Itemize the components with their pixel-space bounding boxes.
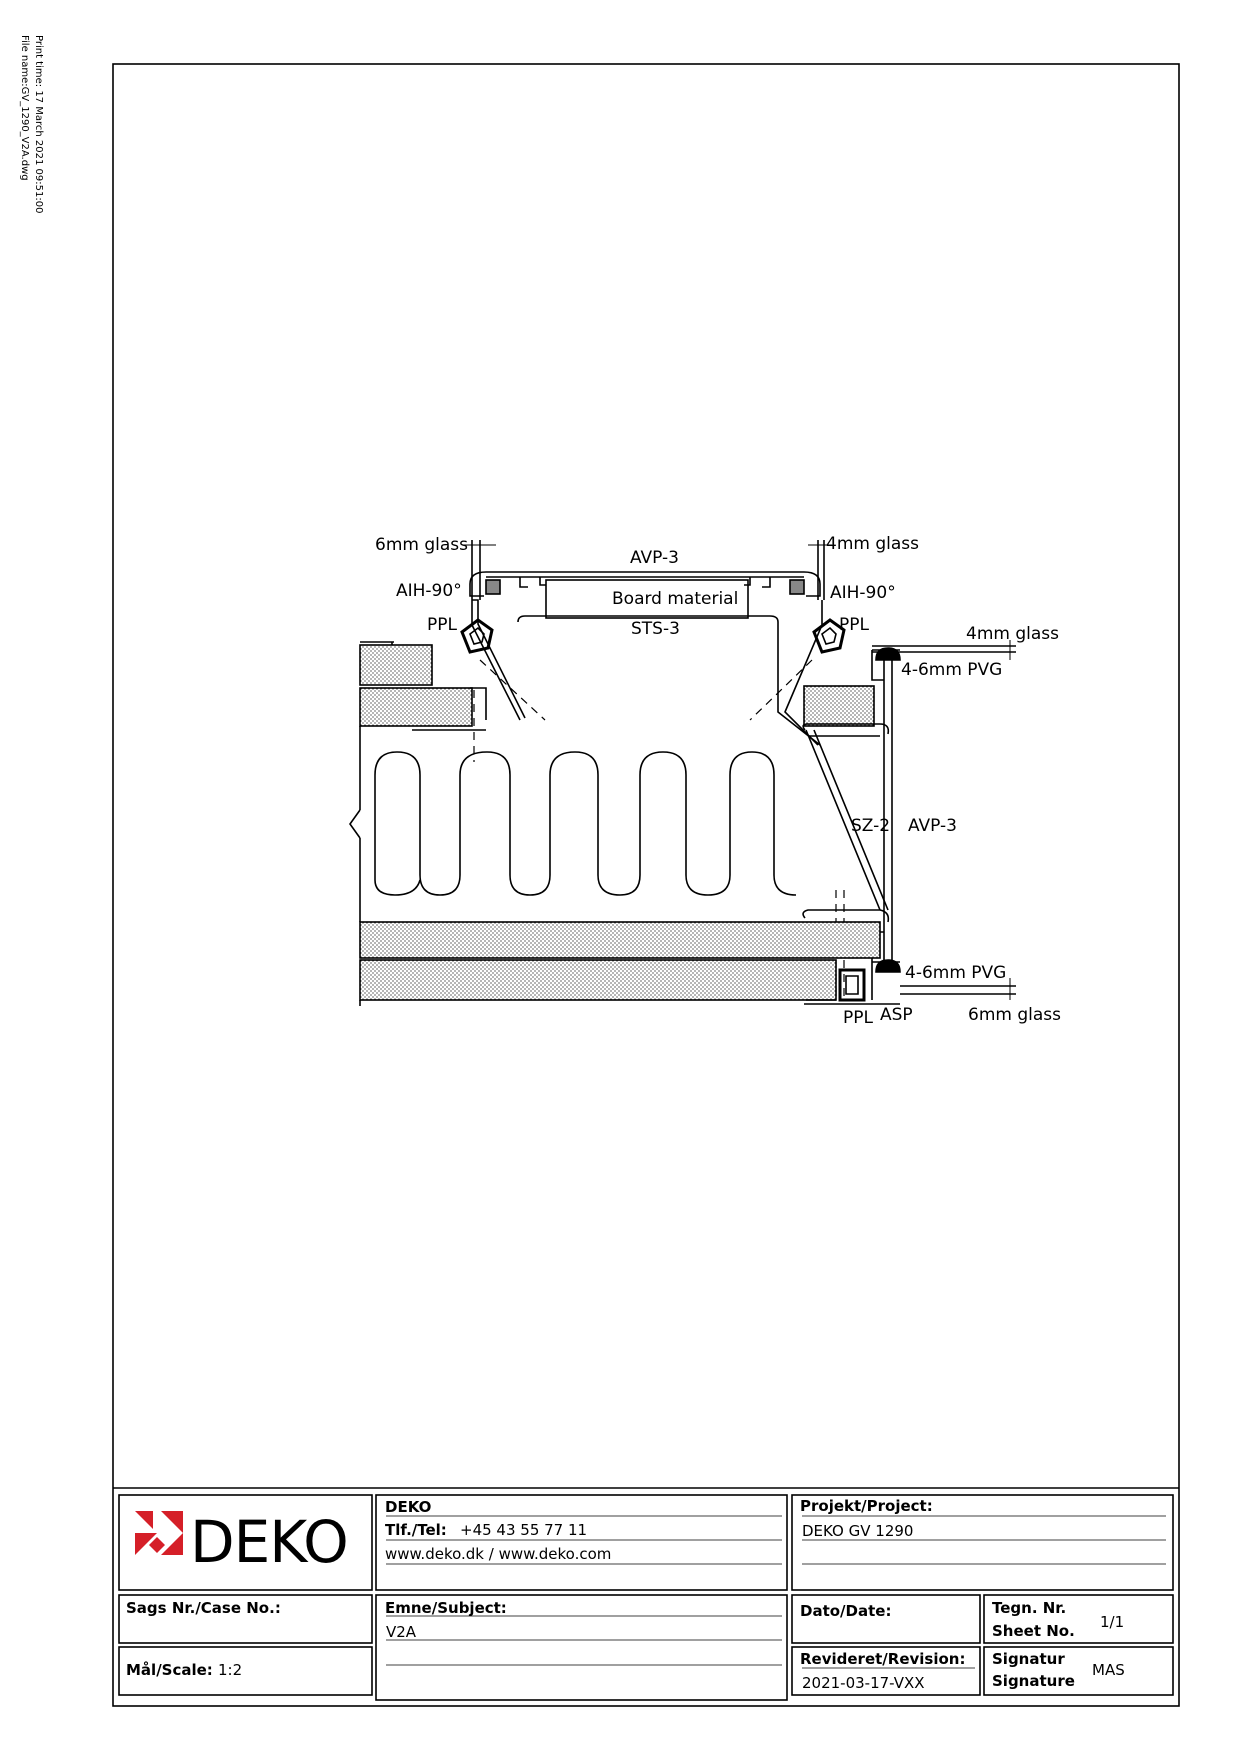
label-pvg-bottom: 4-6mm PVG xyxy=(905,963,1006,983)
right-top-glass xyxy=(872,640,1016,660)
company-name: DEKO xyxy=(385,1498,431,1516)
subject-value: V2A xyxy=(386,1623,417,1641)
sheet-border xyxy=(112,63,1180,1707)
top-right-glass xyxy=(808,540,832,600)
board-material-box xyxy=(545,579,749,619)
pvg-top-gasket xyxy=(875,647,901,661)
label-board-material: Board material xyxy=(612,589,738,609)
asp-profile xyxy=(804,962,900,1005)
right-bottom-glass xyxy=(900,978,1016,1000)
deko-logo-mark xyxy=(135,1511,183,1555)
deko-logo: DEKO xyxy=(135,1508,349,1576)
revision-label: Revideret/Revision: xyxy=(800,1650,965,1668)
project-label: Projekt/Project: xyxy=(800,1497,933,1515)
title-block-text: DEKO Tlf./Tel: +45 43 55 77 11 www.deko.… xyxy=(126,1497,1125,1692)
section-drawing xyxy=(349,540,1016,1006)
ppl-bottom-gasket xyxy=(838,968,866,1002)
serpentine-core xyxy=(349,726,797,922)
label-sz2: SZ-2 xyxy=(851,816,890,836)
insulation-upper-left-2 xyxy=(359,687,473,727)
label-ppl-bottom: PPL xyxy=(843,1008,874,1028)
scale-label: Mål/Scale: xyxy=(126,1661,213,1679)
deko-logo-text: DEKO xyxy=(190,1508,348,1576)
revision-value: 2021-03-17-VXX xyxy=(802,1674,925,1692)
top-left-glass xyxy=(464,540,496,600)
scale-value: 1:2 xyxy=(218,1661,242,1679)
insulation-bottom-1 xyxy=(359,921,881,959)
ppl-right-gasket xyxy=(812,618,846,654)
subject-label: Emne/Subject: xyxy=(385,1599,507,1617)
right-avp3-profile xyxy=(871,649,900,963)
sheet-label-1: Tegn. Nr. xyxy=(992,1599,1066,1617)
case-label: Sags Nr./Case No.: xyxy=(126,1599,281,1617)
insulation-upper-right xyxy=(803,685,875,727)
drawing-labels: 6mm glass AVP-3 4mm glass AIH-90° AIH-90… xyxy=(375,534,1061,1028)
top-avp3-profile xyxy=(469,571,821,597)
insulation-bottom-2 xyxy=(359,959,837,1001)
sheet-value: 1/1 xyxy=(1100,1613,1124,1631)
label-aih90-left: AIH-90° xyxy=(396,581,462,601)
website-text: www.deko.dk / www.deko.com xyxy=(385,1545,611,1563)
label-4mm-glass-right: 4mm glass xyxy=(966,624,1059,644)
signature-value: MAS xyxy=(1092,1661,1125,1679)
label-avp3-top: AVP-3 xyxy=(630,548,679,568)
label-pvg-top: 4-6mm PVG xyxy=(901,660,1002,680)
label-sts3: STS-3 xyxy=(631,619,680,639)
signature-label-2: Signature xyxy=(992,1672,1075,1690)
label-avp3-right: AVP-3 xyxy=(908,816,957,836)
label-ppl-left: PPL xyxy=(427,615,458,635)
insulation-upper-left-1 xyxy=(359,644,433,686)
pvg-bottom-gasket xyxy=(875,959,901,973)
label-ppl-right: PPL xyxy=(839,615,870,635)
ppl-left-gasket xyxy=(460,618,494,654)
label-6mm-glass-bottom: 6mm glass xyxy=(968,1005,1061,1025)
label-4mm-glass-top: 4mm glass xyxy=(826,534,919,554)
tel-value: +45 43 55 77 11 xyxy=(460,1521,587,1539)
label-asp: ASP xyxy=(880,1005,913,1025)
sheet-label-2: Sheet No. xyxy=(992,1622,1075,1640)
tel-label: Tlf./Tel: xyxy=(385,1521,447,1539)
date-label: Dato/Date: xyxy=(800,1602,891,1620)
signature-label-1: Signatur xyxy=(992,1650,1065,1668)
project-value: DEKO GV 1290 xyxy=(802,1522,913,1540)
label-6mm-glass-top: 6mm glass xyxy=(375,535,468,555)
title-block xyxy=(113,1487,1179,1701)
label-aih90-right: AIH-90° xyxy=(830,583,896,603)
